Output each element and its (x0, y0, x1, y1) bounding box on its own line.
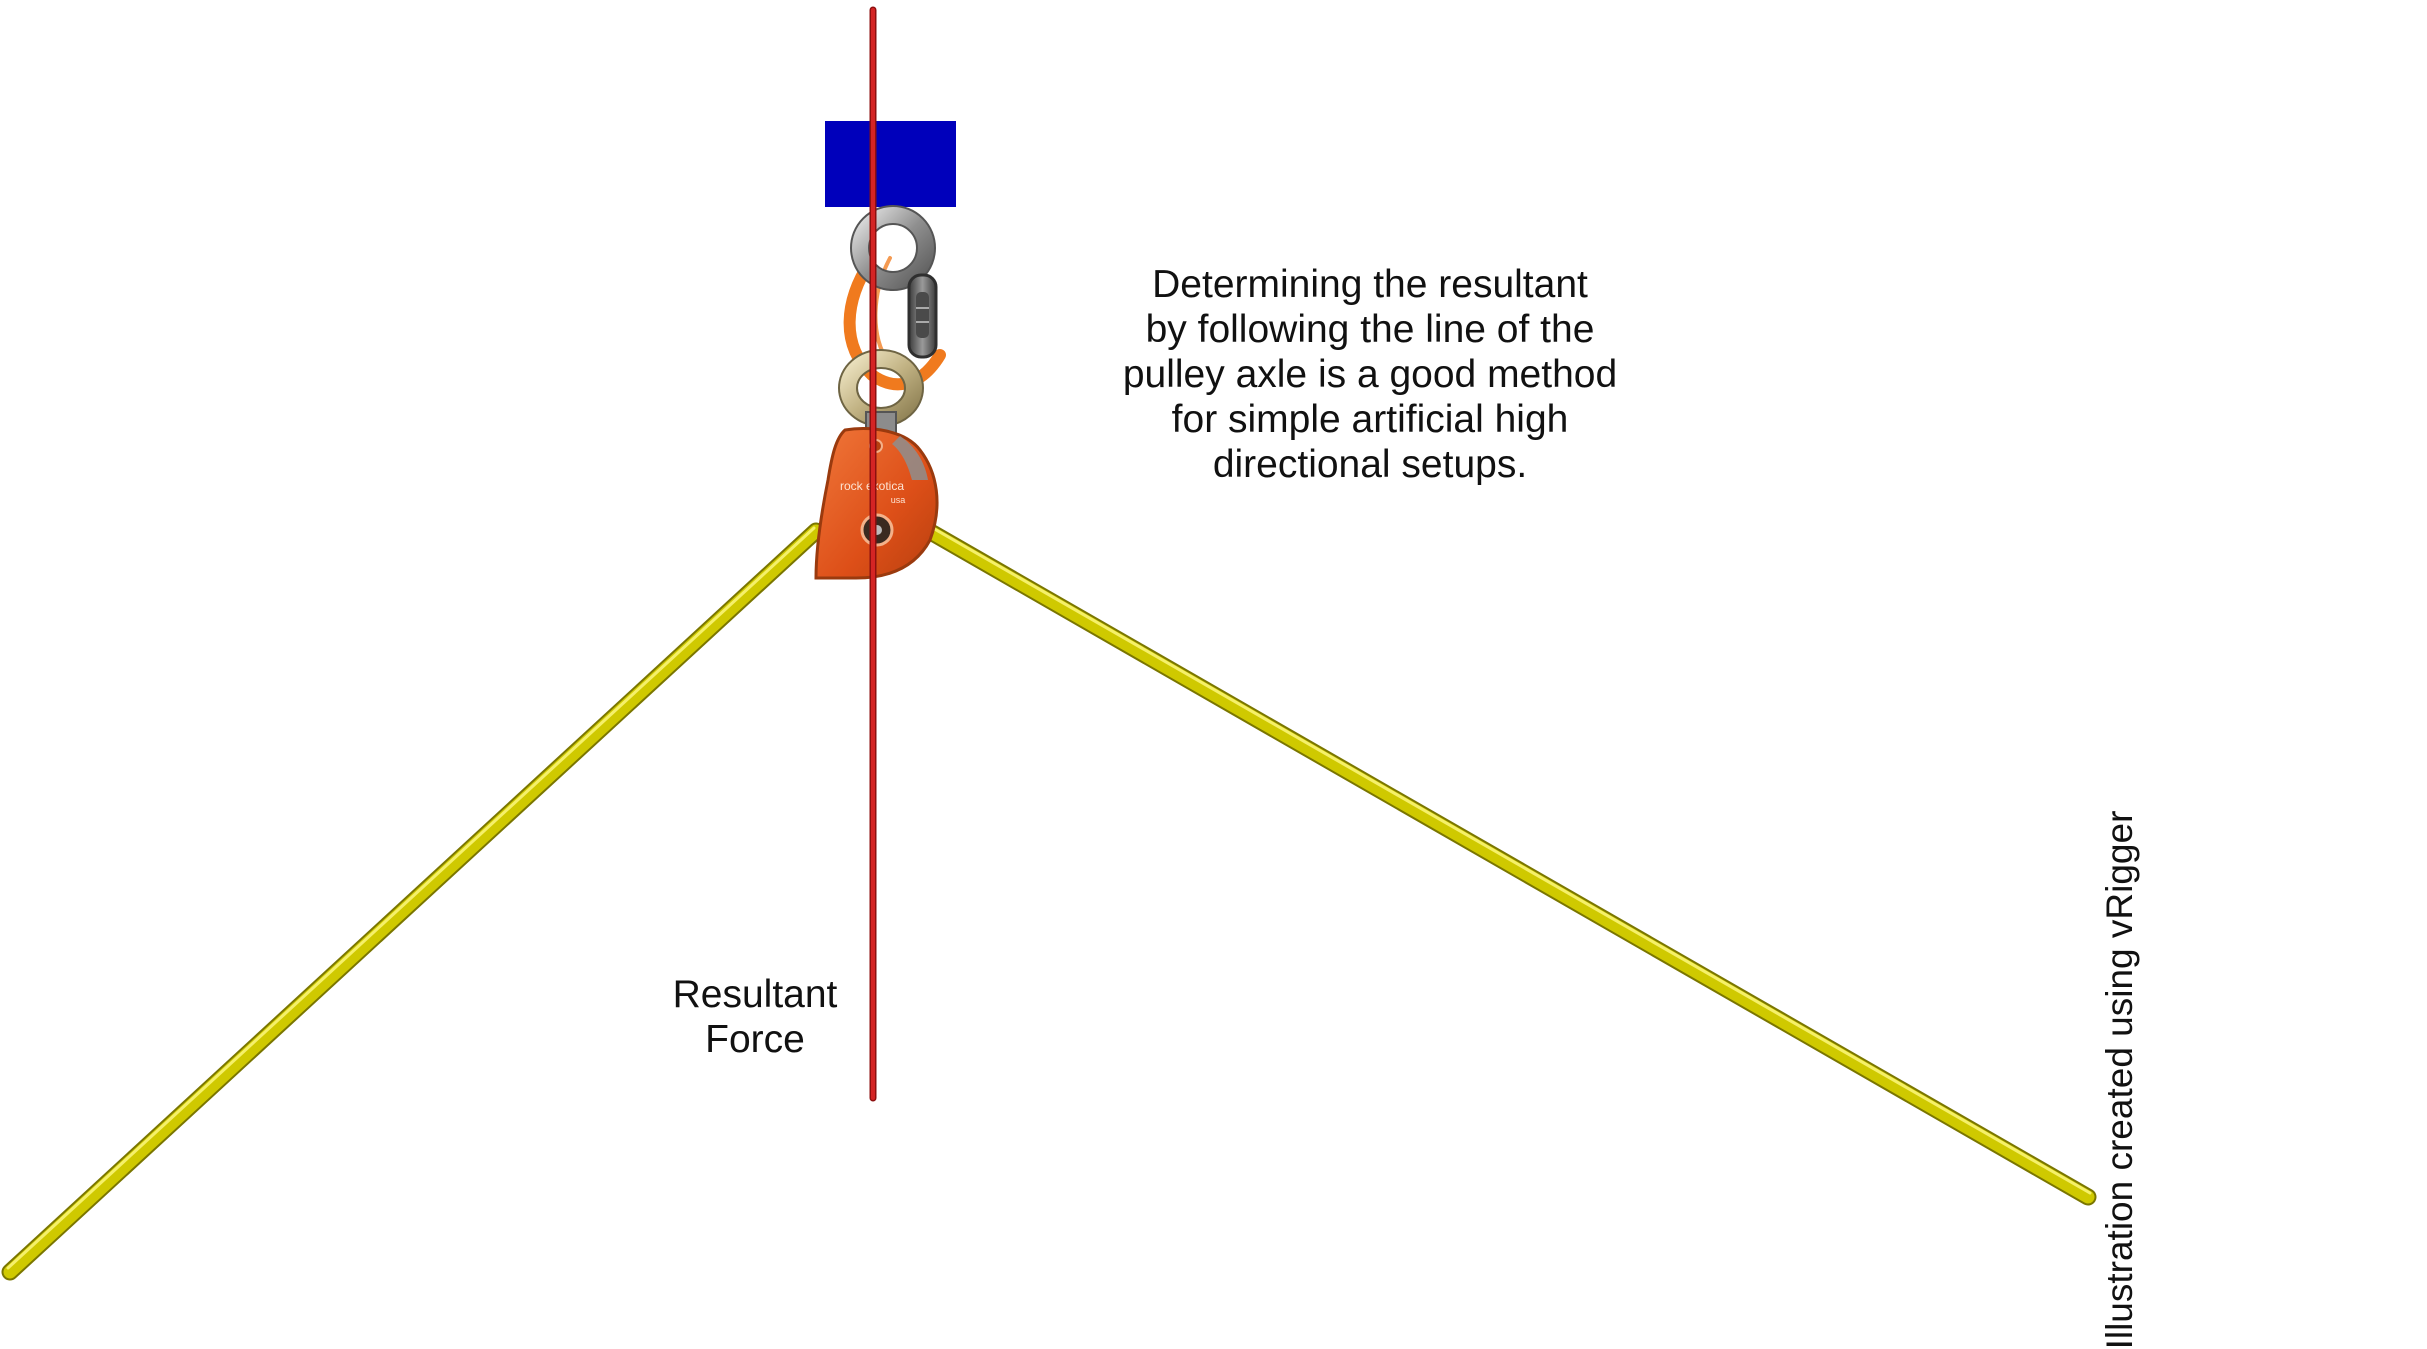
swivel-ring-icon (838, 349, 924, 435)
anchor-block (825, 121, 956, 207)
caption-line: pulley axle is a good method (1122, 353, 1618, 396)
anchor-ring-icon (850, 205, 936, 291)
resultant-label-line: Resultant (672, 973, 838, 1016)
diagram-caption: Determining the resultant by following t… (1100, 262, 1640, 487)
caption-line: directional setups. (1212, 443, 1528, 486)
caption-line: Determining the resultant (1152, 263, 1588, 306)
caption-line: for simple artificial high (1171, 398, 1569, 441)
illustration-credit: Illustration created using vRigger (2099, 810, 2140, 1349)
resultant-label-line: Force (705, 1018, 805, 1061)
rope-right (920, 522, 2097, 1206)
pulley-origin-text: usa (891, 495, 906, 505)
carabiner-icon (907, 273, 938, 359)
caption-line: by following the line of the (1145, 308, 1595, 351)
rope-left (1, 522, 825, 1281)
resultant-force-label: Resultant Force (640, 972, 870, 1062)
pulley-icon: rock exotica usa (814, 427, 939, 580)
